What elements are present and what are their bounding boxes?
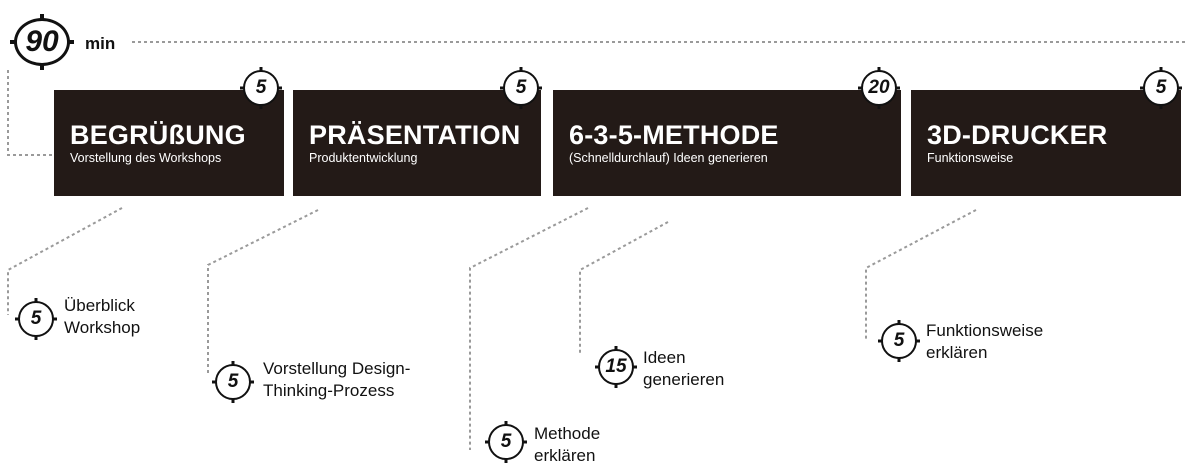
substep-label: Vorstellung Design- Thinking-Prozess — [263, 358, 410, 402]
substep-label-line2: Thinking-Prozess — [263, 381, 395, 400]
substep-label: Methode erklären — [534, 423, 600, 467]
step-box-begruessung: BEGRÜßUNG Vorstellung des Workshops — [54, 90, 284, 196]
step-duration-clock-icon: 20 — [858, 70, 900, 106]
substep-label: Funktionsweise erklären — [926, 320, 1043, 364]
step-subtitle: Vorstellung des Workshops — [70, 151, 222, 165]
step-title: BEGRÜßUNG — [70, 120, 246, 150]
substep-label-line2: erklären — [534, 446, 596, 465]
substep-clock-icon: 5 — [485, 424, 527, 460]
step-subtitle: (Schnelldurchlauf) Ideen generieren — [569, 151, 768, 165]
substep-label-line2: Workshop — [64, 318, 141, 337]
step-box-3d-drucker: 3D-DRUCKER Funktionsweise — [911, 90, 1181, 196]
substep-clock-icon: 5 — [212, 364, 254, 400]
total-time-unit: min — [85, 34, 116, 53]
substep-label-line1: Überblick — [64, 296, 135, 315]
substep-label-line1: Ideen — [643, 348, 686, 367]
step-subtitle: Funktionsweise — [927, 151, 1014, 165]
step-duration: 5 — [255, 77, 267, 98]
step-box-praesentation: PRÄSENTATION Produktentwicklung — [293, 90, 541, 196]
step-duration-clock-icon: 5 — [240, 70, 282, 106]
step-duration-clock-icon: 5 — [1140, 70, 1182, 106]
step-duration: 5 — [1155, 77, 1167, 98]
substep-clock-icon: 15 — [595, 349, 637, 385]
step-duration: 5 — [515, 77, 527, 98]
substep-label-line2: generieren — [643, 370, 725, 389]
step-title: 3D-DRUCKER — [927, 120, 1108, 150]
substep-duration: 5 — [893, 330, 905, 351]
step-subtitle: Produktentwicklung — [309, 151, 418, 165]
substep-duration: 5 — [227, 371, 239, 392]
substep-duration: 5 — [500, 431, 512, 452]
step-title: PRÄSENTATION — [309, 120, 521, 150]
substep-clock-icon: 5 — [878, 323, 920, 359]
substep-duration: 5 — [30, 308, 42, 329]
step-duration: 20 — [868, 77, 890, 98]
step-duration-clock-icon: 5 — [500, 70, 542, 106]
substep-label-line1: Methode — [534, 424, 601, 443]
total-time-clock-icon: 90 — [10, 18, 74, 66]
step-title: 6-3-5-METHODE — [569, 120, 779, 150]
substep-label-line1: Funktionsweise — [926, 321, 1044, 340]
substep-label: Überblick Workshop — [64, 295, 140, 339]
substep-label: Ideen generieren — [643, 347, 724, 391]
substep-clock-icon: 5 — [15, 301, 57, 337]
substep-label-line1: Vorstellung Design- — [263, 359, 411, 378]
substep-duration: 15 — [605, 356, 627, 377]
total-time-value: 90 — [25, 25, 59, 58]
step-box-635-methode: 6-3-5-METHODE (Schnelldurchlauf) Ideen g… — [553, 90, 901, 196]
substep-label-line2: erklären — [926, 343, 988, 362]
